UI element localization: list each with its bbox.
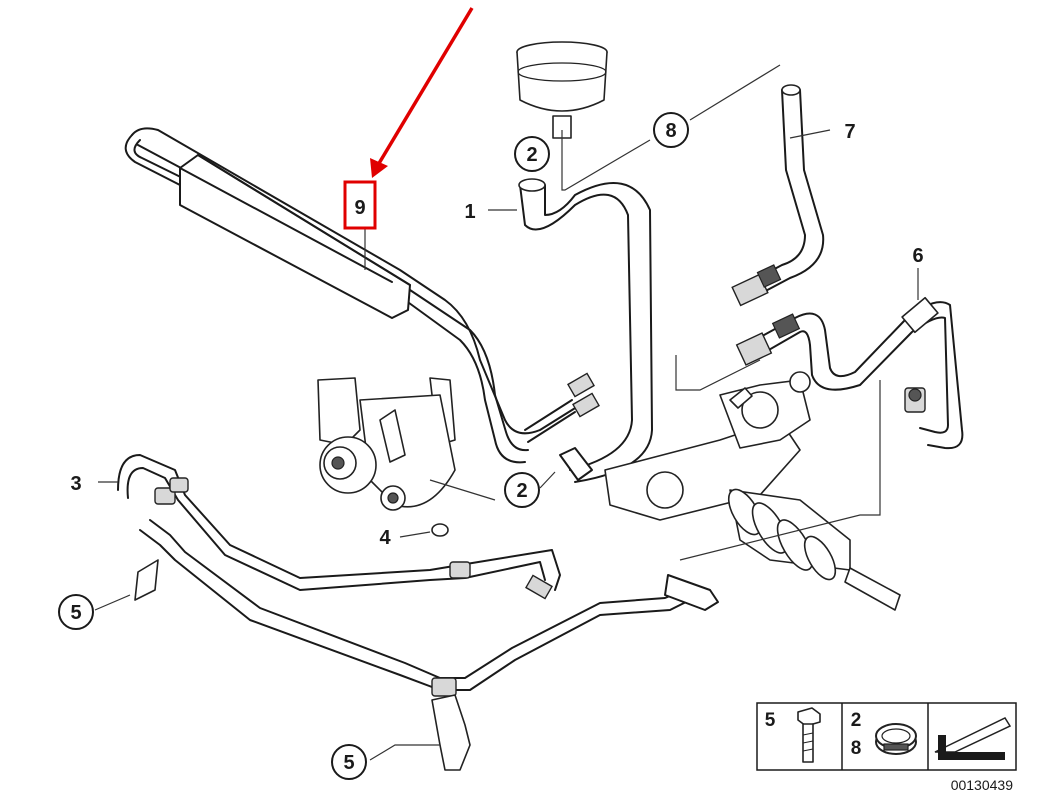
legend-clamp-number-bottom: 8 (851, 738, 862, 759)
callout-circle-8: 8 (653, 112, 689, 148)
callout-circle-5-lower: 5 (331, 744, 367, 780)
cooler-loop-9 (124, 127, 600, 464)
hose-clamp-icon (875, 723, 917, 755)
right-angle-arrow-icon (934, 717, 1012, 760)
callout-9-highlight-box (343, 180, 377, 230)
bracket-5-lower (431, 694, 471, 771)
callout-circle-2-bottom: 2 (504, 472, 540, 508)
callout-6: 6 (912, 245, 923, 267)
callout-2-top: 2 (526, 144, 537, 166)
legend-clamp-number-top: 2 (851, 710, 862, 731)
steering-pump (317, 377, 456, 511)
callout-9: 9 (354, 197, 365, 219)
legend-bolt-number: 5 (765, 710, 776, 731)
callout-7: 7 (844, 121, 855, 143)
callout-2-bottom: 2 (516, 480, 527, 502)
callout-circle-5-upper: 5 (58, 594, 94, 630)
callout-8: 8 (665, 120, 676, 142)
bracket-5-upper (134, 559, 159, 601)
callout-circle-2-top: 2 (514, 136, 550, 172)
clamp-4 (431, 523, 449, 537)
reference-number: 00130439 (951, 777, 1014, 793)
callout-1: 1 (464, 201, 475, 223)
steering-gear (604, 371, 901, 611)
callout-3: 3 (70, 473, 81, 495)
parts-legend: 5 2 8 (756, 702, 1017, 771)
hose-6-end-fitting (904, 387, 926, 413)
hose-1 (518, 178, 653, 483)
hose-3 (117, 454, 561, 600)
callout-4: 4 (379, 527, 391, 549)
bolt-icon (797, 707, 821, 763)
fluid-reservoir (516, 41, 608, 139)
hose-6 (735, 296, 964, 450)
callout-5-upper: 5 (70, 602, 81, 624)
pressure-line (139, 519, 719, 697)
leader-lines (94, 64, 919, 761)
callout-5-lower: 5 (343, 752, 354, 774)
hose-7 (731, 84, 825, 307)
red-arrow-icon (370, 7, 474, 178)
hose-7-fitting (731, 264, 782, 307)
